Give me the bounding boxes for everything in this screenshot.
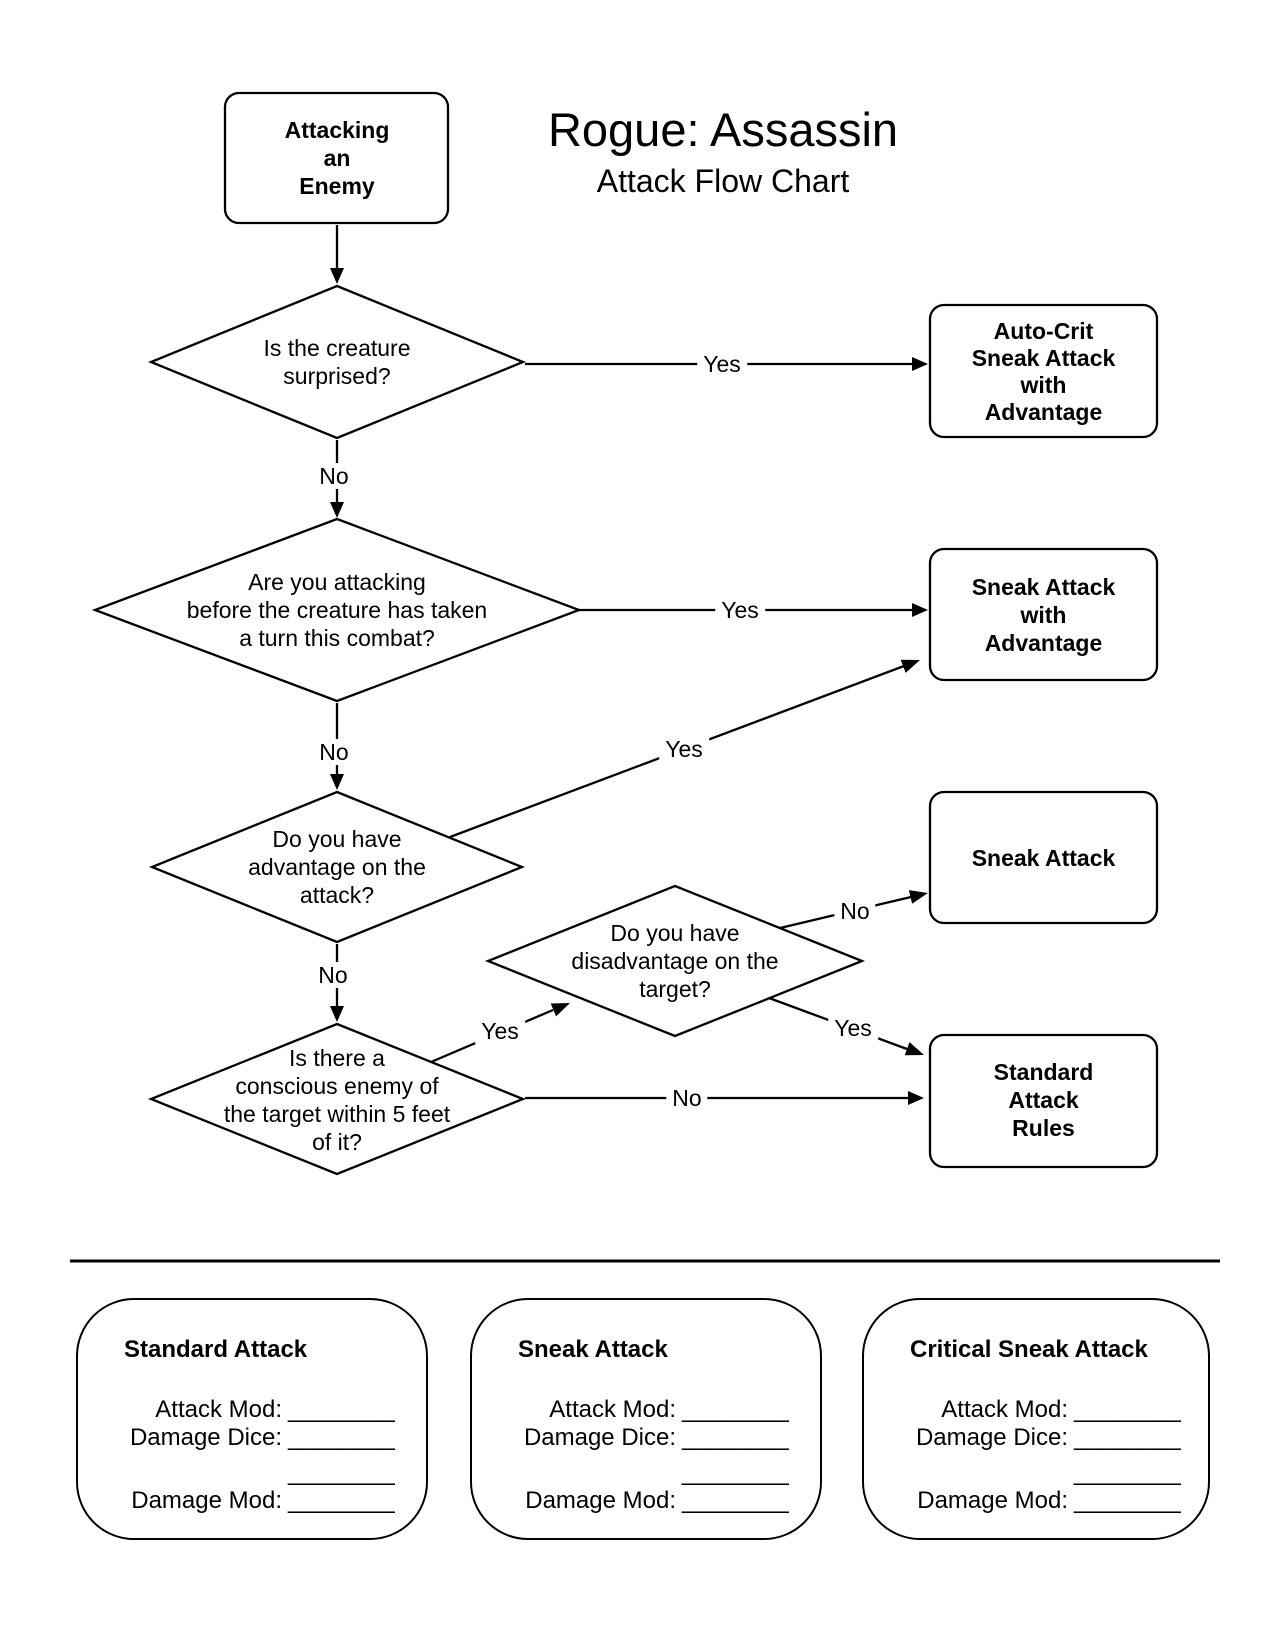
chart-title-block: Rogue: Assassin Attack Flow Chart xyxy=(495,104,951,200)
damage-dice-extra-blank: ________ xyxy=(288,1459,395,1486)
edge-label-before-turn-no: No xyxy=(313,739,355,765)
arrowhead xyxy=(330,502,344,518)
arrowhead xyxy=(912,603,928,617)
arrowhead xyxy=(330,1006,344,1022)
damage-dice-extra-row: ________ xyxy=(472,1459,820,1487)
decision-creature-surprised-shape xyxy=(147,284,527,440)
card-title: Sneak Attack xyxy=(518,1336,668,1363)
page-title: Rogue: Assassin xyxy=(547,103,899,156)
sneak-attack-advantage-node-shape xyxy=(928,547,1159,682)
sneak-attack-node-label: Sneak Attack xyxy=(971,845,1116,871)
edge-label-enemy-nearby-yes: Yes xyxy=(475,1018,525,1044)
damage-dice-row: Damage Dice: ________ xyxy=(864,1424,1208,1452)
auto-crit-node-shape xyxy=(928,303,1159,439)
damage-dice-label: Damage Dice: xyxy=(915,1424,1068,1451)
decision-enemy-nearby-shape xyxy=(147,1022,527,1176)
attack-mod-label: Attack Mod: xyxy=(155,1396,282,1423)
decision-disadvantage-label: Do you have disadvantage on the target? xyxy=(571,920,779,1002)
damage-mod-row: Damage Mod: ________ xyxy=(78,1487,426,1515)
attack-mod-blank: ________ xyxy=(682,1396,789,1423)
edge-label-disadvantage-yes: Yes xyxy=(828,1015,878,1041)
arrowhead xyxy=(908,1091,924,1105)
damage-mod-label: Damage Mod: xyxy=(131,1487,282,1514)
damage-mod-blank: ________ xyxy=(682,1487,789,1514)
decision-disadvantage-shape xyxy=(484,884,866,1038)
standard-attack-rules-node-shape xyxy=(928,1033,1159,1169)
damage-mod-row: Damage Mod: ________ xyxy=(864,1487,1208,1515)
standard-attack-rules-node-label: Standard Attack Rules xyxy=(993,1059,1094,1141)
damage-mod-label: Damage Mod: xyxy=(917,1487,1068,1514)
damage-dice-label: Damage Dice: xyxy=(129,1424,282,1451)
reference-card-critical-sneak-attack: Critical Sneak Attack Attack Mod: ______… xyxy=(862,1298,1210,1540)
damage-dice-blank: ________ xyxy=(288,1424,395,1451)
damage-dice-extra-row: ________ xyxy=(864,1459,1208,1487)
card-fields: Attack Mod: ________ Damage Dice: ______… xyxy=(864,1396,1208,1515)
reference-card-sneak-attack: Sneak Attack Attack Mod: ________ Damage… xyxy=(470,1298,822,1540)
damage-mod-blank: ________ xyxy=(1074,1487,1181,1514)
card-fields: Attack Mod: ________ Damage Dice: ______… xyxy=(78,1396,426,1515)
sneak-attack-node-shape xyxy=(928,790,1159,925)
page-subtitle: Attack Flow Chart xyxy=(596,163,850,199)
sneak-attack-advantage-node-label: Sneak Attack with Advantage xyxy=(971,574,1116,656)
attack-mod-row: Attack Mod: ________ xyxy=(864,1396,1208,1424)
attack-mod-blank: ________ xyxy=(288,1396,395,1423)
attack-mod-label: Attack Mod: xyxy=(549,1396,676,1423)
card-title: Standard Attack xyxy=(124,1336,308,1363)
card-fields: Attack Mod: ________ Damage Dice: ______… xyxy=(472,1396,820,1515)
arrowhead xyxy=(550,1003,570,1017)
arrowhead xyxy=(330,774,344,790)
edge-label-advantage-yes: Yes xyxy=(659,736,709,762)
damage-dice-label: Damage Dice: xyxy=(523,1424,676,1451)
start-node-label: Attacking an Enemy xyxy=(284,117,390,199)
damage-dice-row: Damage Dice: ________ xyxy=(78,1424,426,1452)
edge-label-surprised-no: No xyxy=(313,463,355,489)
decision-advantage-shape xyxy=(148,790,526,944)
attack-mod-row: Attack Mod: ________ xyxy=(78,1396,426,1424)
decision-creature-surprised-label: Is the creature surprised? xyxy=(263,335,411,389)
damage-dice-blank: ________ xyxy=(682,1424,789,1451)
decision-enemy-nearby-label: Is there a conscious enemy of the target… xyxy=(223,1045,451,1155)
damage-dice-extra-blank: ________ xyxy=(1074,1459,1181,1486)
decision-before-turn-label: Are you attacking before the creature ha… xyxy=(186,569,488,651)
reference-card-standard-attack: Standard Attack Attack Mod: ________ Dam… xyxy=(76,1298,428,1540)
arrowhead xyxy=(330,268,344,284)
edge-label-advantage-no: No xyxy=(312,962,354,988)
arrowhead xyxy=(904,1042,924,1056)
decision-before-turn-shape xyxy=(91,517,583,703)
edge-label-disadvantage-no: No xyxy=(834,898,876,924)
damage-dice-row: Damage Dice: ________ xyxy=(472,1424,820,1452)
edge-label-enemy-nearby-no: No xyxy=(666,1085,708,1111)
attack-mod-label: Attack Mod: xyxy=(941,1396,1068,1423)
card-title: Critical Sneak Attack xyxy=(910,1336,1148,1363)
start-node-shape xyxy=(223,91,450,225)
attack-mod-blank: ________ xyxy=(1074,1396,1181,1423)
arrowhead xyxy=(900,659,920,673)
arrowhead xyxy=(912,357,928,371)
damage-mod-label: Damage Mod: xyxy=(525,1487,676,1514)
auto-crit-node-label: Auto-Crit Sneak Attack with Advantage xyxy=(971,318,1116,425)
attack-mod-row: Attack Mod: ________ xyxy=(472,1396,820,1424)
arrowhead xyxy=(908,890,928,904)
damage-dice-extra-row: ________ xyxy=(78,1459,426,1487)
edge-label-surprised-yes: Yes xyxy=(697,351,747,377)
damage-dice-blank: ________ xyxy=(1074,1424,1181,1451)
damage-mod-blank: ________ xyxy=(288,1487,395,1514)
decision-advantage-label: Do you have advantage on the attack? xyxy=(248,826,426,908)
damage-dice-extra-blank: ________ xyxy=(682,1459,789,1486)
edge-label-before-turn-yes: Yes xyxy=(715,597,765,623)
damage-mod-row: Damage Mod: ________ xyxy=(472,1487,820,1515)
